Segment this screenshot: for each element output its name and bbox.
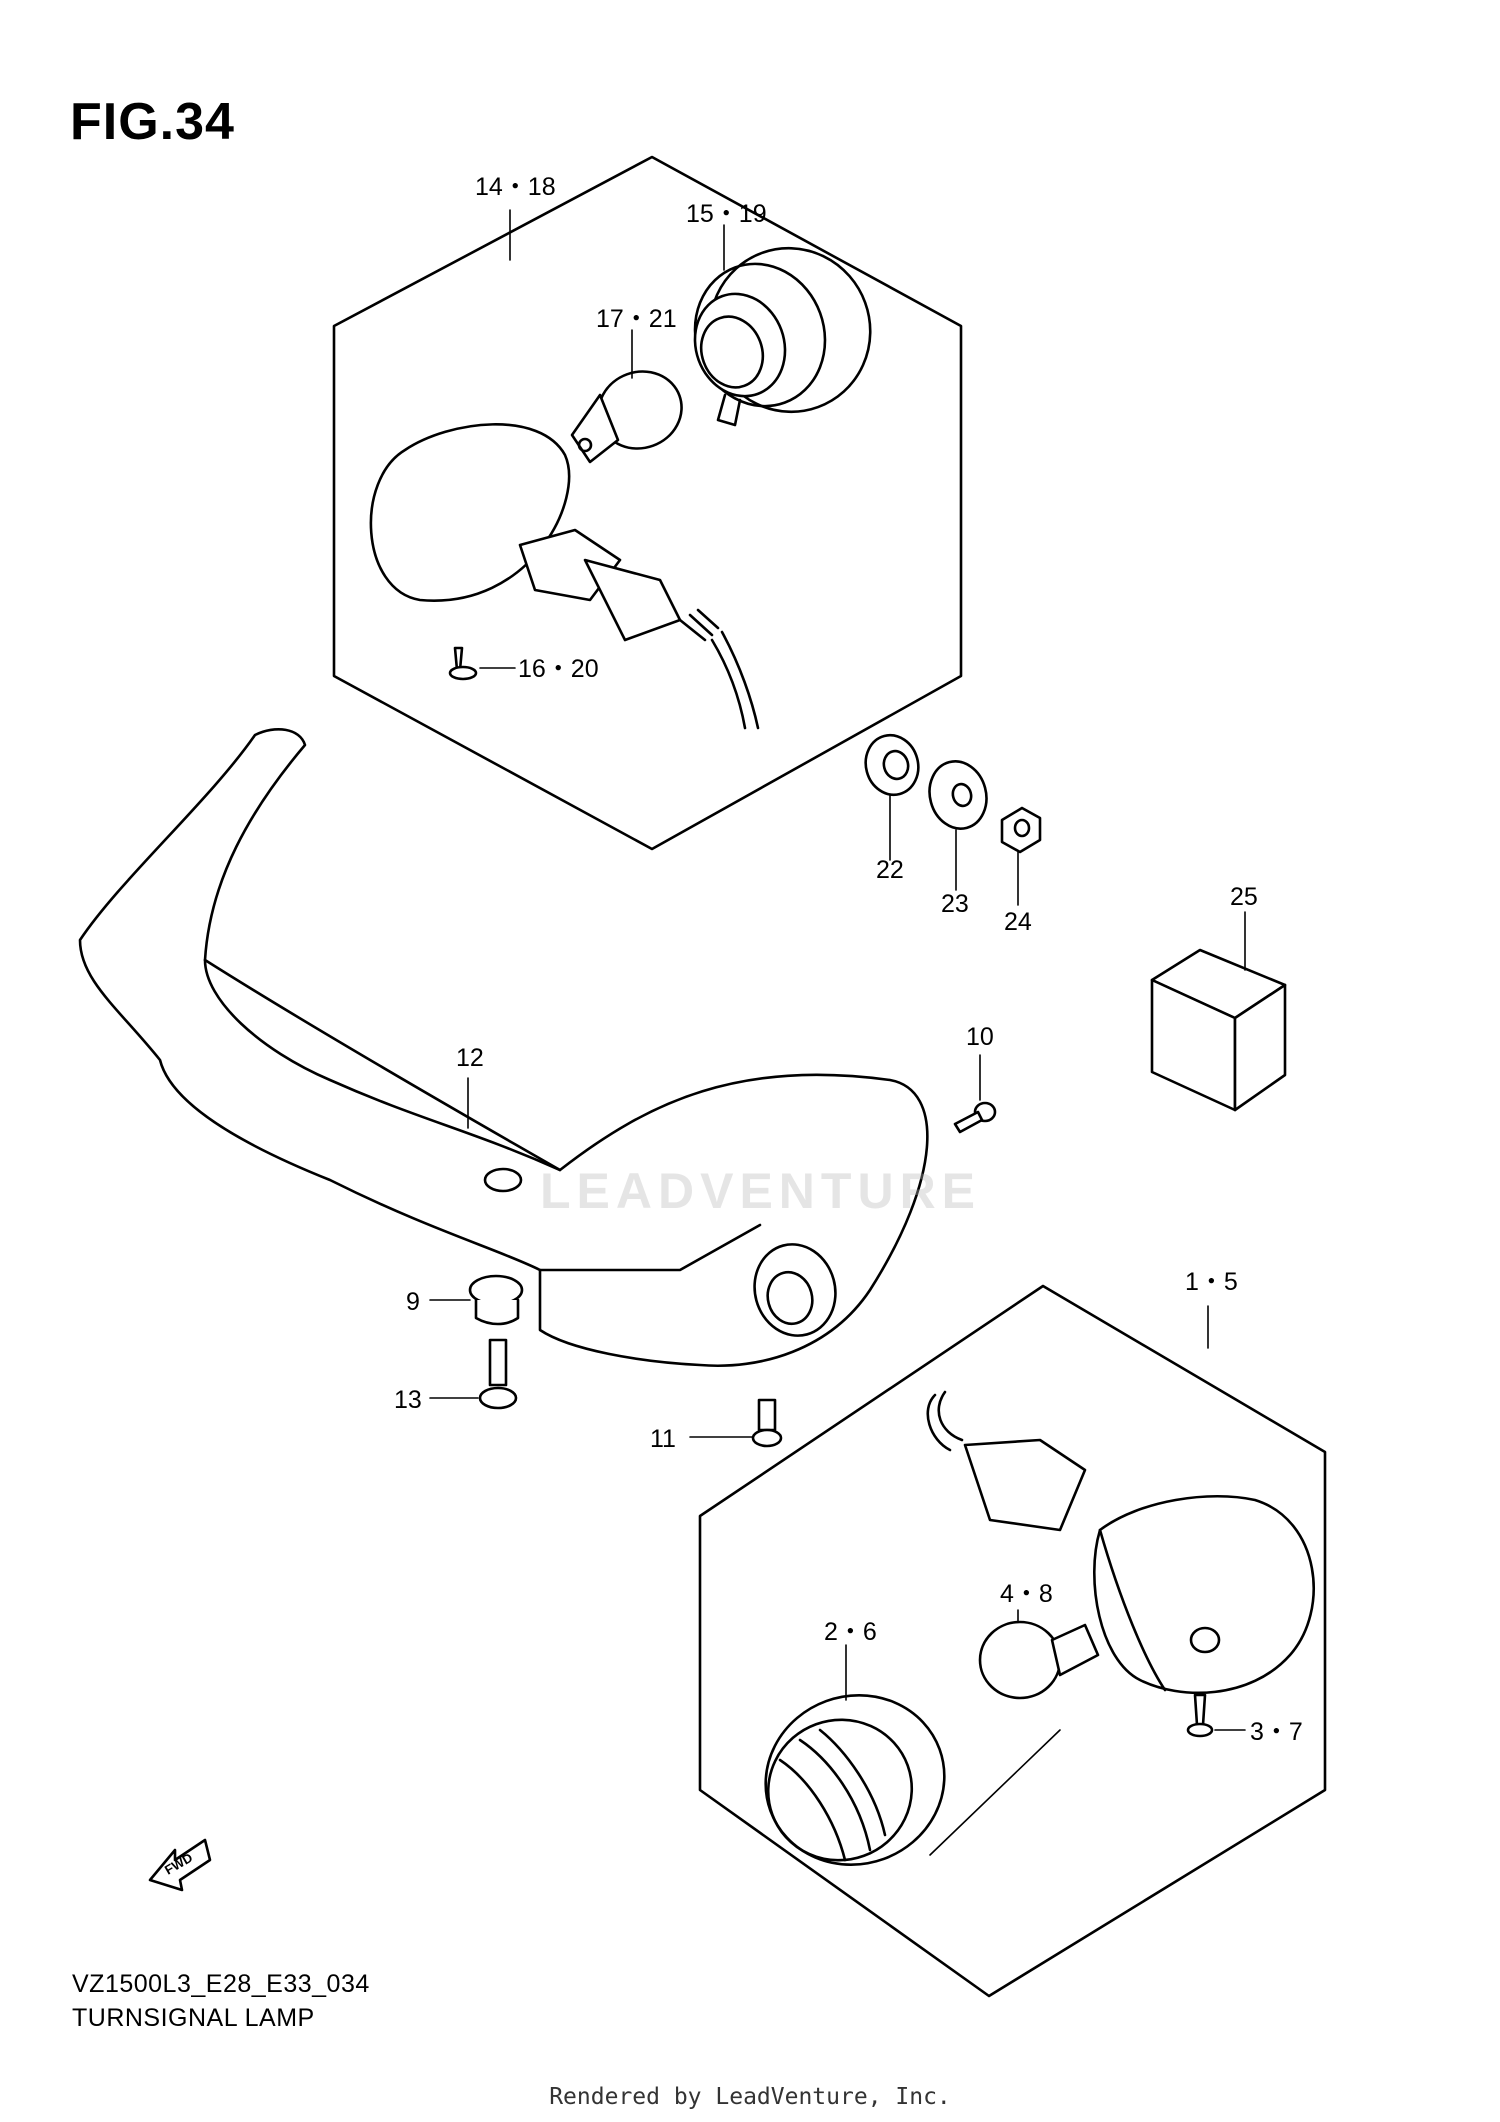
callout-25: 25 — [1230, 883, 1258, 911]
callout-1-5: 1・5 — [1185, 1268, 1238, 1296]
callout-16-20: 16・20 — [518, 655, 599, 683]
fwd-arrow-icon: FWD — [148, 1838, 212, 1892]
rear-lamp-housing — [369, 423, 760, 730]
rendered-by-credit: Rendered by LeadVenture, Inc. — [549, 2084, 951, 2110]
rear-screw: 16・20 — [448, 646, 599, 683]
watermark-text: LEADVENTURE — [540, 1163, 982, 1219]
callout-17-21: 17・21 — [596, 305, 677, 333]
callout-24: 24 — [1004, 908, 1032, 936]
front-bulb: 4・8 — [978, 1580, 1100, 1700]
callout-22: 22 — [876, 856, 904, 884]
nut-24: 24 — [1000, 806, 1042, 936]
callout-12: 12 — [456, 1044, 484, 1072]
callout-9: 9 — [406, 1288, 420, 1316]
figure-title: FIG.34 — [70, 93, 235, 151]
callout-4-8: 4・8 — [1000, 1580, 1053, 1608]
figure-code: VZ1500L3_E28_E33_034 — [72, 1970, 370, 1998]
washer-23: 23 — [928, 760, 988, 918]
callout-14-18: 14・18 — [475, 173, 556, 201]
washer-22: 22 — [864, 733, 920, 884]
callout-2-6: 2・6 — [824, 1618, 877, 1646]
front-screw: 3・7 — [1186, 1693, 1303, 1746]
screw-10: 10 — [953, 1023, 997, 1134]
rear-lamp-assembly-group: 14・18 — [332, 155, 963, 851]
bolt-13: 13 — [394, 1338, 518, 1414]
callout-3-7: 3・7 — [1250, 1718, 1303, 1746]
callout-10: 10 — [966, 1023, 994, 1051]
front-lamp-assembly-group: 1・5 — [698, 1268, 1327, 1998]
front-lens: 2・6 — [764, 1618, 1061, 1867]
rear-bulb: 17・21 — [570, 305, 683, 464]
front-lamp-housing — [926, 1390, 1315, 1695]
callout-15-19: 15・19 — [686, 200, 767, 228]
relay-25: 25 — [1150, 883, 1287, 1112]
callout-13: 13 — [394, 1386, 422, 1414]
figure-name: TURNSIGNAL LAMP — [72, 2004, 315, 2032]
callout-11: 11 — [650, 1425, 676, 1453]
bolt-11: 11 — [650, 1398, 783, 1453]
callout-23: 23 — [941, 890, 969, 918]
bracket-12: 12 — [78, 728, 929, 1367]
rear-lens: 15・19 — [686, 200, 872, 427]
grommet-9: 9 — [406, 1274, 524, 1326]
